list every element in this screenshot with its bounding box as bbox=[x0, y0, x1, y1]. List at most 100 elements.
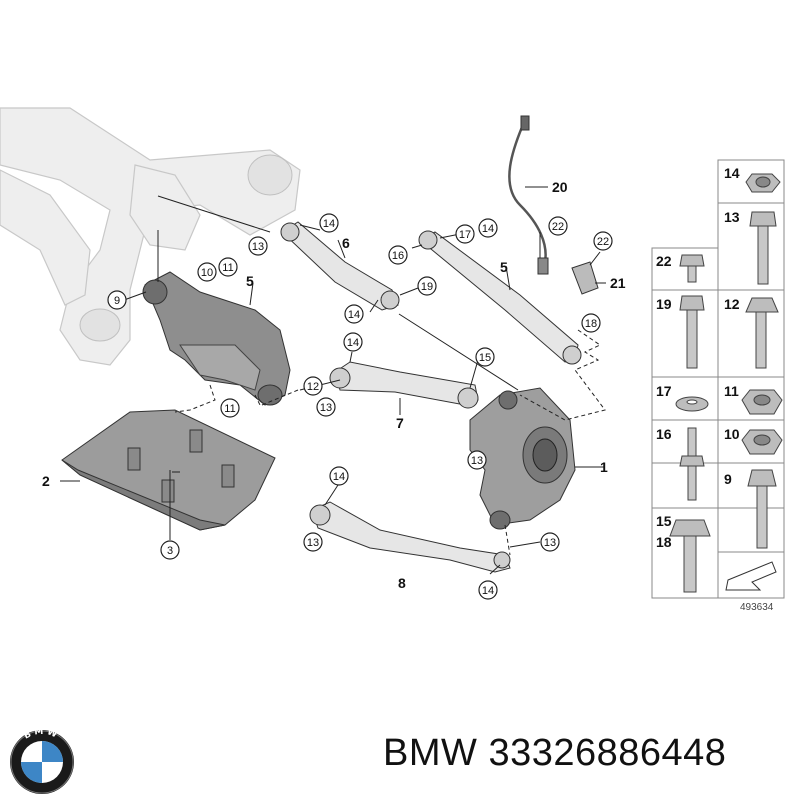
grid-label-10: 10 bbox=[724, 426, 740, 442]
svg-text:17: 17 bbox=[459, 229, 471, 241]
callout-17: 17 bbox=[455, 224, 475, 244]
part-8-link bbox=[309, 501, 511, 573]
svg-text:15: 15 bbox=[479, 352, 491, 364]
callout-13-b: 13 bbox=[316, 397, 336, 417]
plain-labels: 20 21 1 2 5 5 6 7 8 bbox=[42, 179, 626, 591]
svg-text:13: 13 bbox=[471, 455, 483, 467]
grid-label-13: 13 bbox=[724, 209, 740, 225]
callout-19: 19 bbox=[417, 276, 437, 296]
diagram-number: 493634 bbox=[740, 602, 774, 613]
grid-label-19: 19 bbox=[656, 296, 672, 312]
callout-13-e: 13 bbox=[540, 532, 560, 552]
svg-text:18: 18 bbox=[585, 318, 597, 330]
callout-14-c: 14 bbox=[344, 304, 364, 324]
part-21-clip bbox=[571, 261, 599, 295]
svg-text:12: 12 bbox=[307, 381, 319, 393]
brand-and-part-number: BMW 33326886448 bbox=[383, 732, 726, 775]
callout-14-b: 14 bbox=[478, 218, 498, 238]
label-5-right: 5 bbox=[500, 259, 508, 275]
svg-text:14: 14 bbox=[348, 309, 360, 321]
svg-text:13: 13 bbox=[307, 537, 319, 549]
callout-10: 10 bbox=[197, 262, 217, 282]
callout-11-a: 11 bbox=[218, 257, 238, 277]
bmw-logo: BMW bbox=[10, 727, 74, 794]
svg-text:14: 14 bbox=[333, 471, 345, 483]
svg-text:10: 10 bbox=[201, 267, 213, 279]
part-20-sensor-cable bbox=[508, 115, 549, 275]
fastener-drawings bbox=[669, 173, 783, 593]
fastener-grid-labels: 14 13 12 11 10 9 22 19 17 16 15 18 bbox=[656, 165, 740, 550]
label-6: 6 bbox=[342, 235, 350, 251]
label-8: 8 bbox=[398, 575, 406, 591]
part-5-control-arm bbox=[142, 271, 291, 406]
part-2-shield bbox=[61, 409, 276, 531]
label-1: 1 bbox=[600, 459, 608, 475]
direction-arrow-icon bbox=[725, 561, 777, 591]
svg-text:19: 19 bbox=[421, 281, 433, 293]
brand-name: BMW bbox=[383, 732, 478, 774]
callout-14-d: 14 bbox=[343, 332, 363, 352]
svg-text:13: 13 bbox=[320, 402, 332, 414]
grid-label-9: 9 bbox=[724, 471, 732, 487]
bolt-19-icon bbox=[679, 295, 705, 311]
svg-text:9: 9 bbox=[114, 295, 120, 307]
callout-9: 9 bbox=[107, 290, 127, 310]
callouts: 14 13 14 17 16 22 22 10 11 9 19 14 18 14… bbox=[107, 213, 613, 600]
callout-3: 3 bbox=[160, 540, 180, 560]
callout-22-a: 22 bbox=[548, 216, 568, 236]
label-21: 21 bbox=[610, 275, 626, 291]
label-20: 20 bbox=[552, 179, 568, 195]
svg-text:22: 22 bbox=[552, 221, 564, 233]
label-5-left: 5 bbox=[246, 273, 254, 289]
grid-label-14: 14 bbox=[724, 165, 740, 181]
callout-18: 18 bbox=[581, 313, 601, 333]
part-1-wheel-carrier bbox=[469, 387, 576, 530]
svg-text:14: 14 bbox=[482, 585, 494, 597]
svg-text:11: 11 bbox=[224, 403, 235, 415]
grid-label-12: 12 bbox=[724, 296, 740, 312]
grid-label-15: 15 bbox=[656, 513, 672, 529]
bolt-15-18-icon bbox=[669, 519, 711, 537]
bolt-9-icon bbox=[747, 469, 777, 487]
part-7-link bbox=[329, 361, 479, 409]
bolt-13-icon bbox=[749, 211, 777, 227]
callout-13-a: 13 bbox=[248, 236, 268, 256]
callout-16: 16 bbox=[388, 245, 408, 265]
label-7: 7 bbox=[396, 415, 404, 431]
part-number: 33326886448 bbox=[488, 732, 727, 774]
grid-label-22: 22 bbox=[656, 253, 672, 269]
callout-15: 15 bbox=[475, 347, 495, 367]
grid-label-17: 17 bbox=[656, 383, 672, 399]
part-6-link bbox=[280, 221, 400, 311]
callout-13-c: 13 bbox=[467, 450, 487, 470]
bolt-12-icon bbox=[745, 297, 779, 313]
svg-text:13: 13 bbox=[544, 537, 556, 549]
leader-lines bbox=[60, 186, 606, 575]
fastener-grid bbox=[651, 159, 785, 599]
logo-letters: BMW bbox=[22, 727, 58, 742]
svg-text:11: 11 bbox=[222, 262, 233, 274]
svg-text:16: 16 bbox=[392, 250, 404, 262]
svg-text:13: 13 bbox=[252, 241, 264, 253]
callout-14-f: 14 bbox=[478, 580, 498, 600]
part-5-link bbox=[418, 230, 582, 365]
callout-14-e: 14 bbox=[329, 466, 349, 486]
svg-text:14: 14 bbox=[482, 223, 494, 235]
subframe-ghost bbox=[0, 107, 301, 366]
svg-text:14: 14 bbox=[323, 218, 335, 230]
callout-22-b: 22 bbox=[593, 231, 613, 251]
svg-text:14: 14 bbox=[347, 337, 359, 349]
svg-text:BMW: BMW bbox=[22, 727, 61, 742]
callout-12: 12 bbox=[303, 376, 323, 396]
label-2: 2 bbox=[42, 473, 50, 489]
callout-14-a: 14 bbox=[319, 213, 339, 233]
callout-11-b: 11 bbox=[220, 398, 240, 418]
bolt-22-icon bbox=[679, 254, 705, 267]
svg-text:3: 3 bbox=[167, 545, 173, 557]
grid-label-11: 11 bbox=[724, 383, 739, 399]
stud-16-icon bbox=[687, 427, 697, 459]
svg-text:22: 22 bbox=[597, 236, 609, 248]
grid-label-18: 18 bbox=[656, 534, 672, 550]
callout-13-d: 13 bbox=[303, 532, 323, 552]
